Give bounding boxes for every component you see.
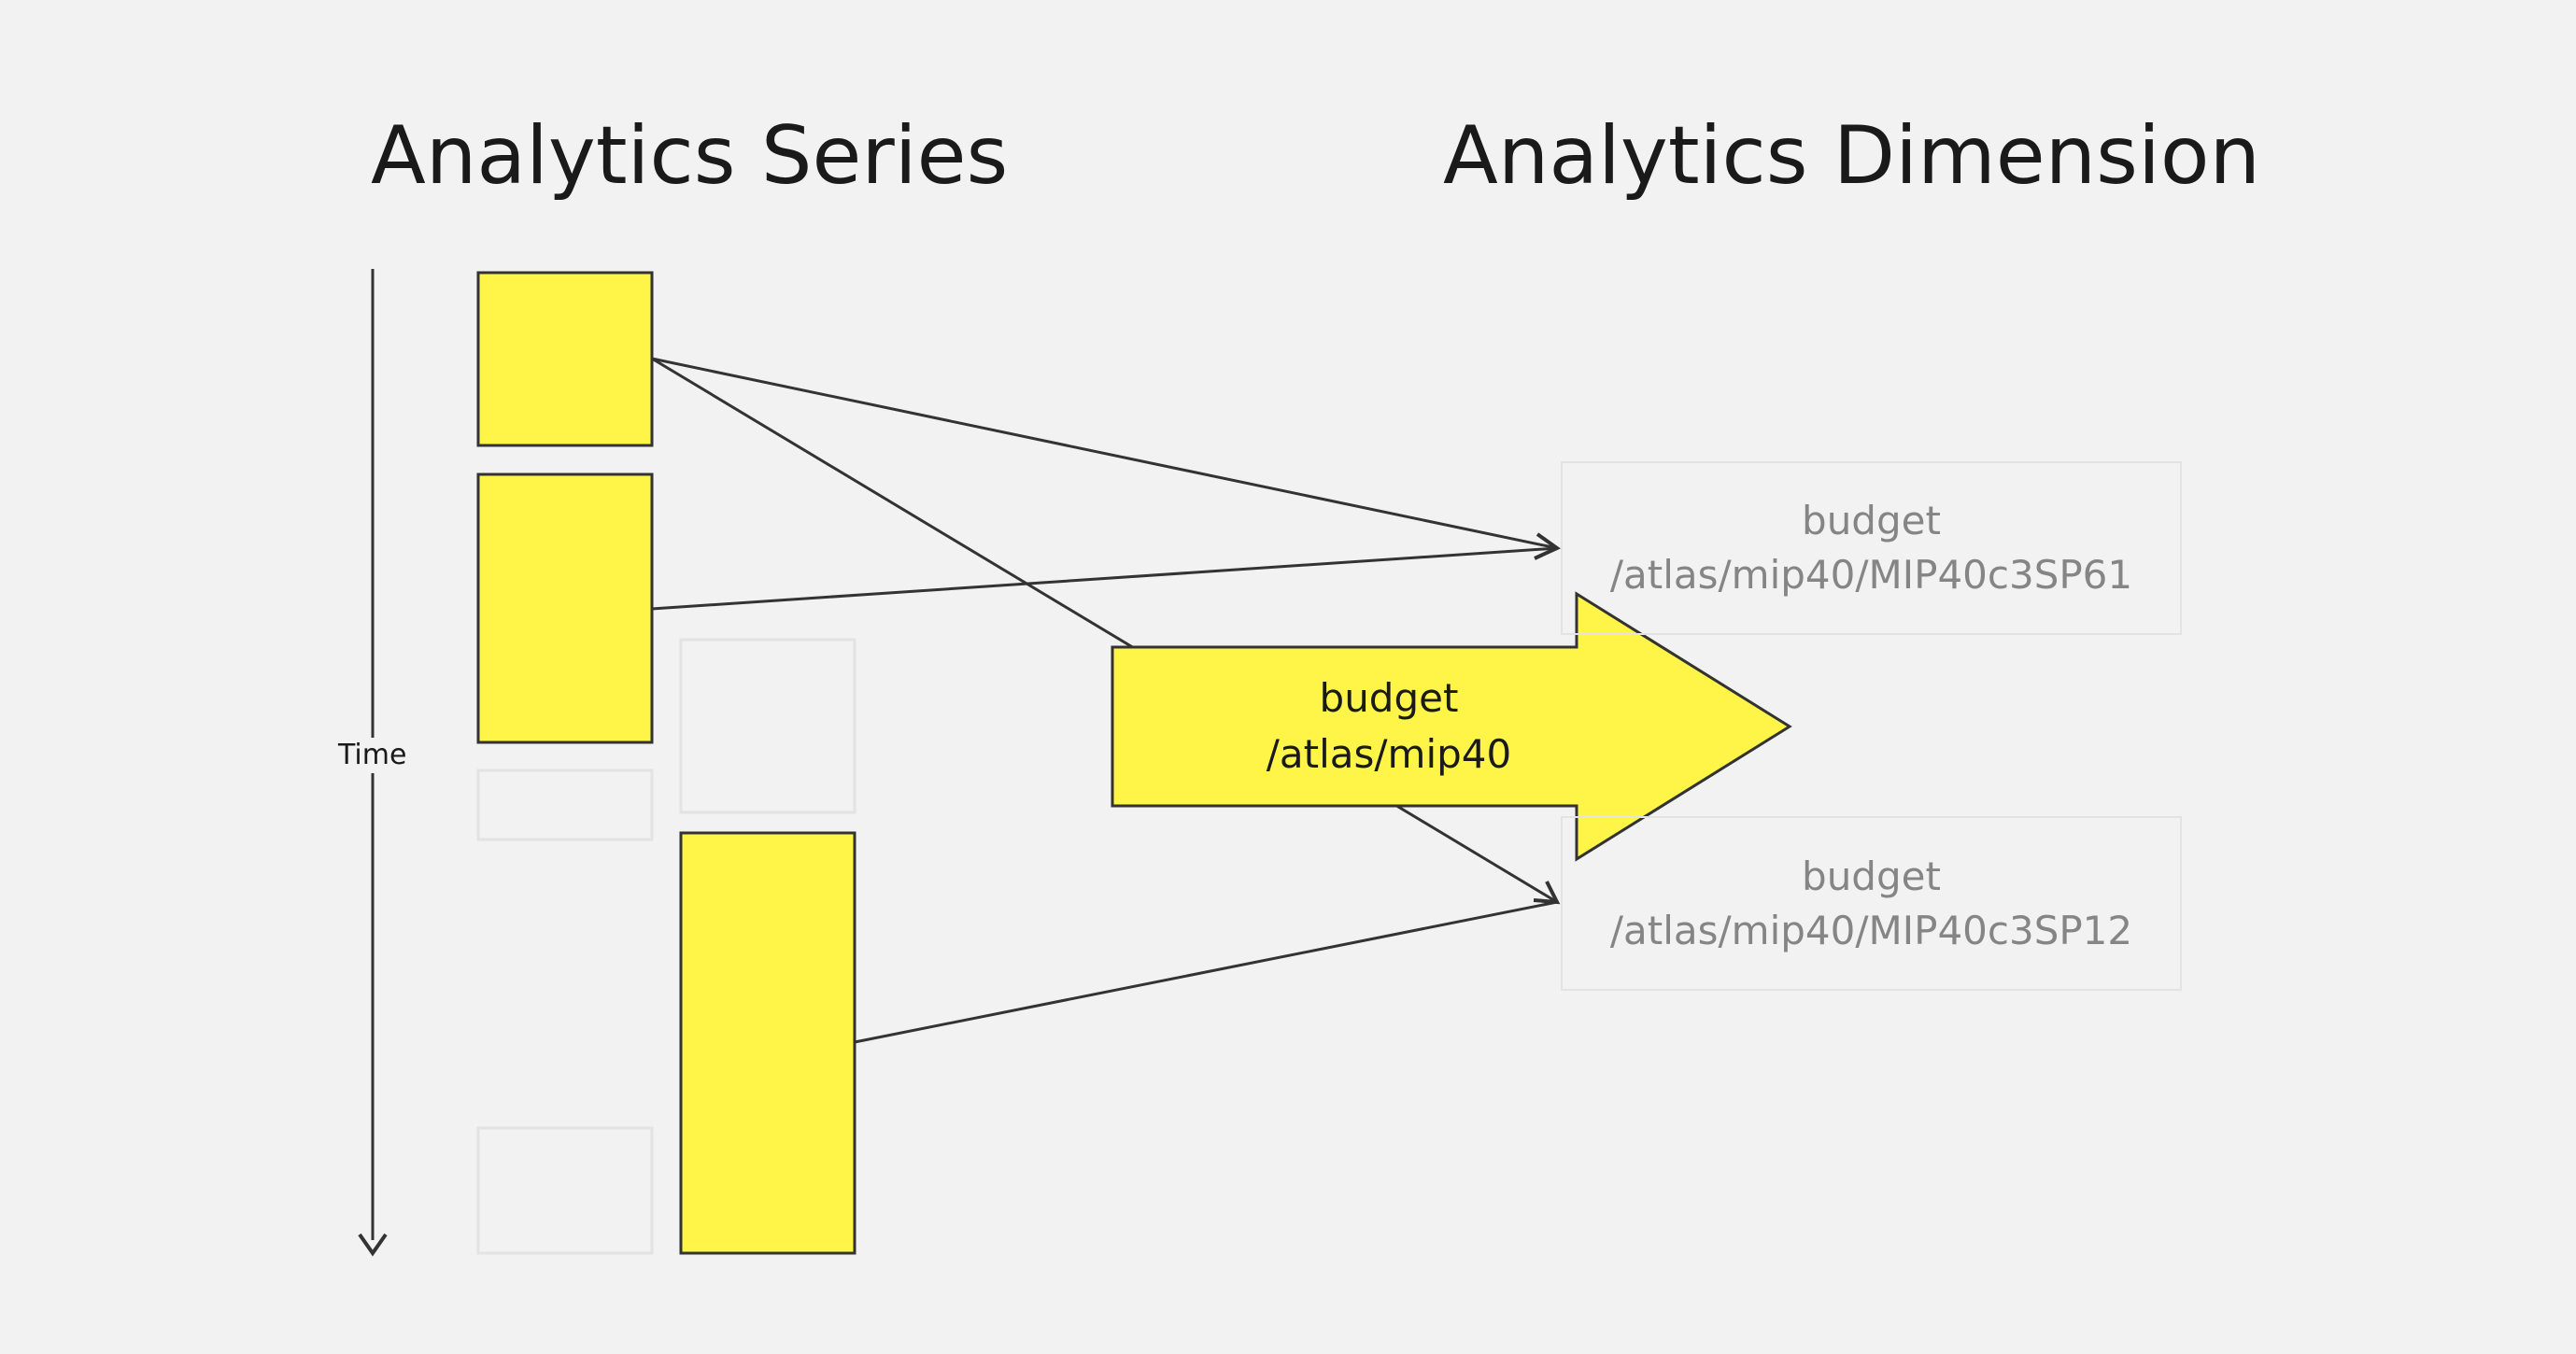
dimension-item-name: budget (1802, 498, 1941, 543)
parent-arrow-label: budget /atlas/mip40 (1112, 647, 1665, 806)
parent-arrow-name: budget (1319, 675, 1459, 721)
dimension-item-sp61: budget /atlas/mip40/MIP40c3SP61 (1561, 461, 2182, 635)
connector-line (651, 357, 1558, 550)
series-block (679, 831, 856, 1255)
ghost-series-block (679, 638, 856, 814)
dimension-item-path: /atlas/mip40/MIP40c3SP61 (1609, 552, 2133, 598)
ghost-series-block (476, 1126, 654, 1255)
dimension-item-name: budget (1802, 853, 1941, 899)
parent-dimension-arrow (1111, 591, 1792, 862)
parent-arrow-path: /atlas/mip40 (1266, 731, 1512, 777)
dimension-title: Analytics Dimension (1443, 109, 2260, 203)
connector-arrowhead (1533, 881, 1561, 905)
ghost-series-block (476, 769, 654, 841)
time-axis-arrowhead (358, 1233, 388, 1257)
dimension-item-sp12: budget /atlas/mip40/MIP40c3SP12 (1561, 816, 2182, 991)
series-block (476, 271, 654, 447)
series-block (476, 472, 654, 744)
dimension-item-path: /atlas/mip40/MIP40c3SP12 (1609, 907, 2133, 953)
series-title: Analytics Series (371, 109, 1009, 203)
connector-line (651, 357, 1558, 904)
connector-line (854, 900, 1558, 1044)
connector-line (651, 546, 1558, 611)
time-axis-label: Time (336, 738, 409, 773)
